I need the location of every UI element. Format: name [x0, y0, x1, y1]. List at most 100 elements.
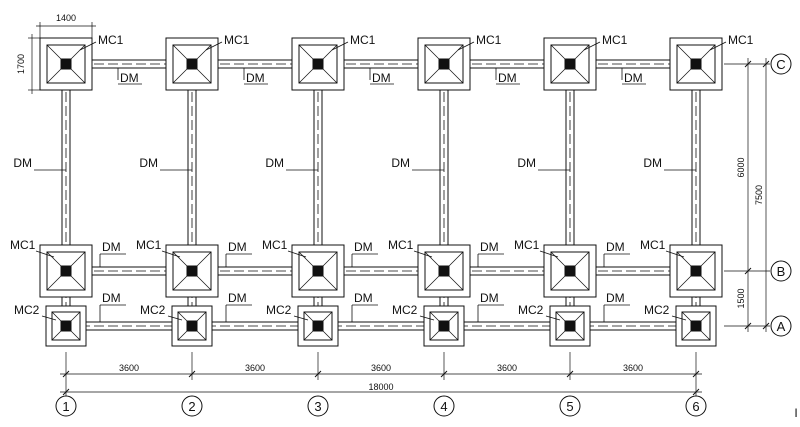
- dm-a-label-1: DM: [102, 291, 121, 305]
- dim-top-height: 1700: [16, 54, 26, 74]
- dim-right-total: 7500: [754, 185, 764, 205]
- footing-a3-slope: [322, 311, 333, 322]
- axis-bubble-B: [770, 260, 792, 282]
- axis-bubble-4: [433, 395, 455, 417]
- footing-b6-slope: [700, 275, 716, 291]
- mc1-c1-leader: [79, 41, 97, 51]
- footing-c3-slope: [298, 44, 314, 60]
- footing-c2-slope: [196, 44, 212, 60]
- mc2-a1-leader: [41, 315, 57, 321]
- footing-c2-slope: [172, 68, 188, 84]
- mc2-a4-leader: [419, 315, 435, 321]
- dim-right-tick: [744, 60, 752, 68]
- dm-col-1: DM: [13, 156, 32, 170]
- footing-c5-column: [564, 58, 576, 70]
- footing-a4-column: [438, 320, 450, 332]
- mc1-label-b4: MC1: [388, 238, 414, 252]
- footing-b3-slope: [298, 275, 314, 291]
- footing-c6-slope: [700, 44, 716, 60]
- footing-c2-slope: [196, 68, 212, 84]
- footing-a1-slope: [51, 311, 62, 322]
- footing-c4-slope: [424, 68, 440, 84]
- footing-b1-slope: [70, 275, 86, 291]
- dim-right-tick: [762, 60, 770, 68]
- dim-right-tick: [744, 267, 752, 275]
- dim-bay-tick: [314, 370, 322, 378]
- dim-right-tick: [744, 322, 752, 330]
- footing-a3-column: [312, 320, 324, 332]
- dim-total-tick: [62, 388, 70, 396]
- footing-a3-slope: [303, 311, 314, 322]
- footing-c1-slope: [70, 44, 86, 60]
- mc1-b1-leader: [35, 250, 55, 258]
- axis-bubble-1: [55, 395, 77, 417]
- footing-a4-slope: [429, 311, 440, 322]
- footing-b3-column: [312, 265, 324, 277]
- mc1-label-c1: MC1: [98, 33, 124, 47]
- footing-b6-column: [690, 265, 702, 277]
- mc1-label-b3: MC1: [262, 238, 288, 252]
- mc1-label-c4: MC1: [476, 33, 502, 47]
- footing-b6-slope: [700, 251, 716, 267]
- footing-b4-slope: [424, 251, 440, 267]
- dm-b-label-5: DM: [606, 240, 625, 254]
- dm-c-label-2: DM: [246, 71, 265, 85]
- mc2-label-a1: MC2: [14, 303, 40, 317]
- footing-a3-slope: [322, 330, 333, 341]
- dim-bay-tick: [188, 370, 196, 378]
- mc2-label-a3: MC2: [266, 303, 292, 317]
- dm-a-label-5: DM: [606, 291, 625, 305]
- dim-total: 18000: [368, 382, 393, 392]
- dim-bay-3: 3600: [371, 363, 391, 373]
- mc1-label-b1: MC1: [10, 238, 36, 252]
- axis-bubble-3: [307, 395, 329, 417]
- footing-b6-slope: [676, 275, 692, 291]
- dm-col-2: DM: [139, 156, 158, 170]
- axis-label-4: 4: [440, 399, 447, 414]
- dm-col-5: DM: [517, 156, 536, 170]
- axis-label-2: 2: [188, 399, 195, 414]
- footing-a2-column: [186, 320, 198, 332]
- footing-b5-slope: [574, 251, 590, 267]
- footing-c5-slope: [574, 68, 590, 84]
- mc2-a2-leader: [167, 315, 183, 321]
- footing-c6-slope: [676, 68, 692, 84]
- footing-b3-slope: [322, 251, 338, 267]
- footing-b3-slope: [298, 251, 314, 267]
- footing-a6-slope: [700, 311, 711, 322]
- footing-b5-slope: [550, 275, 566, 291]
- dm-b-label-2: DM: [228, 240, 247, 254]
- footing-c3-slope: [322, 68, 338, 84]
- axis-bubble-A: [770, 315, 792, 337]
- mc2-label-a2: MC2: [140, 303, 166, 317]
- dim-right-tick: [762, 322, 770, 330]
- footing-c4-slope: [448, 68, 464, 84]
- dim-bay-tick: [692, 370, 700, 378]
- footing-c1-slope: [46, 68, 62, 84]
- dim-bay-2: 3600: [245, 363, 265, 373]
- dim-bay-tick: [62, 370, 70, 378]
- footing-c3-column: [312, 58, 324, 70]
- footing-c6-slope: [700, 68, 716, 84]
- mc1-b6-leader: [665, 250, 685, 258]
- footing-a6-slope: [700, 330, 711, 341]
- dim-bay-1: 3600: [119, 363, 139, 373]
- dm-c-label-1: DM: [120, 71, 139, 85]
- footing-c3-slope: [298, 68, 314, 84]
- footing-a4-slope: [429, 330, 440, 341]
- mc2-a5-leader: [545, 315, 561, 321]
- footing-a1-column: [60, 320, 72, 332]
- mc1-label-c3: MC1: [350, 33, 376, 47]
- mc1-label-c6: MC1: [728, 33, 754, 47]
- footing-b1-slope: [46, 275, 62, 291]
- dim-bay-tick: [440, 370, 448, 378]
- dm-col-6: DM: [643, 156, 662, 170]
- dm-c-label-3: DM: [372, 71, 391, 85]
- footing-c4-column: [438, 58, 450, 70]
- footing-c1-column: [60, 58, 72, 70]
- mc1-c6-leader: [709, 41, 727, 51]
- mc2-label-a5: MC2: [518, 303, 544, 317]
- footing-c4-slope: [424, 44, 440, 60]
- footing-c2-column: [186, 58, 198, 70]
